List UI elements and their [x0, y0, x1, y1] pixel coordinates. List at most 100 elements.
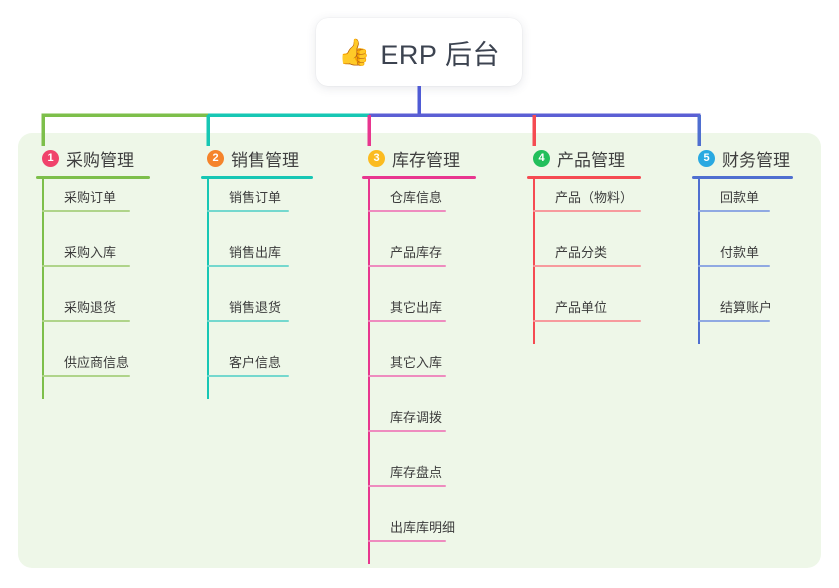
leaf-item[interactable]: 库存盘点 [362, 465, 520, 487]
leaf-rule [698, 210, 770, 212]
leaf-item[interactable]: 供应商信息 [36, 355, 194, 377]
leaf-item[interactable]: 产品（物料） [527, 190, 685, 212]
branch-badge-4: 4 [533, 149, 550, 167]
branch-title-4: 产品管理 [557, 150, 625, 170]
leaf-label: 其它出库 [390, 300, 443, 315]
leaf-item[interactable]: 销售订单 [201, 190, 356, 212]
leaf-rule [368, 210, 446, 212]
branch-title-3: 库存管理 [392, 150, 460, 170]
leaf-item[interactable]: 仓库信息 [362, 190, 520, 212]
leaf-rule [42, 265, 130, 267]
branch-rule-2 [201, 176, 313, 179]
leaf-label: 付款单 [720, 245, 760, 260]
leaf-label: 采购退货 [64, 300, 117, 315]
leaf-list-5: 回款单付款单结算账户 [692, 179, 832, 344]
leaf-label: 销售退货 [229, 300, 282, 315]
leaf-label: 库存调拨 [390, 410, 443, 425]
branch-4: 4 产品管理产品（物料） 产品分类产品单位 [527, 146, 685, 344]
branch-header-3[interactable]: 3 库存管理 [362, 146, 520, 170]
branch-title-1: 采购管理 [66, 150, 134, 170]
branch-title-2: 销售管理 [231, 150, 299, 170]
leaf-item[interactable]: 付款单 [692, 245, 832, 267]
branch-rule-3 [362, 176, 476, 179]
branch-rule-5 [692, 176, 793, 179]
leaf-label: 采购入库 [64, 245, 117, 260]
leaf-label: 销售订单 [229, 190, 282, 205]
branch-header-4[interactable]: 4 产品管理 [527, 146, 685, 170]
leaf-label: 供应商信息 [64, 355, 130, 370]
leaf-item[interactable]: 采购入库 [36, 245, 194, 267]
leaf-spine-2 [207, 179, 209, 399]
branch-badge-3: 3 [368, 149, 385, 167]
leaf-item[interactable]: 结算账户 [692, 300, 832, 322]
leaf-spine-1 [42, 179, 44, 399]
branch-rule-4 [527, 176, 641, 179]
leaf-rule [207, 320, 289, 322]
leaf-rule [368, 430, 446, 432]
leaf-rule [368, 540, 446, 542]
branch-header-5[interactable]: 5 财务管理 [692, 146, 832, 170]
leaf-item[interactable]: 产品库存 [362, 245, 520, 267]
leaf-label: 采购订单 [64, 190, 117, 205]
leaf-item[interactable]: 销售出库 [201, 245, 356, 267]
leaf-item[interactable]: 其它入库 [362, 355, 520, 377]
leaf-label: 产品库存 [390, 245, 443, 260]
leaf-list-4: 产品（物料） 产品分类产品单位 [527, 179, 685, 344]
leaf-rule [368, 265, 446, 267]
leaf-item[interactable]: 销售退货 [201, 300, 356, 322]
leaf-rule [698, 320, 770, 322]
leaf-rule [42, 320, 130, 322]
leaf-item[interactable]: 库存调拨 [362, 410, 520, 432]
thumbs-up-icon: 👍 [338, 37, 371, 67]
leaf-rule [368, 320, 446, 322]
leaf-item[interactable]: 其它出库 [362, 300, 520, 322]
leaf-rule [533, 265, 641, 267]
leaf-item[interactable]: 产品分类 [527, 245, 685, 267]
leaf-rule [207, 375, 289, 377]
leaf-item[interactable]: 回款单 [692, 190, 832, 212]
leaf-label: 仓库信息 [390, 190, 443, 205]
leaf-label: 产品（物料） [555, 190, 634, 205]
branch-badge-5: 5 [698, 149, 715, 167]
leaf-list-3: 仓库信息产品库存其它出库其它入库库存调拨库存盘点出库库明细 [362, 179, 520, 564]
leaf-rule [42, 375, 130, 377]
leaf-rule [533, 210, 641, 212]
leaf-rule [368, 375, 446, 377]
branch-5: 5 财务管理回款单付款单结算账户 [692, 146, 832, 344]
root-node[interactable]: 👍 ERP 后台 [316, 18, 522, 86]
leaf-spine-4 [533, 179, 535, 344]
leaf-rule [698, 265, 770, 267]
branch-rule-1 [36, 176, 150, 179]
leaf-label: 其它入库 [390, 355, 443, 370]
branch-3: 3 库存管理仓库信息产品库存其它出库其它入库库存调拨库存盘点出库库明细 [362, 146, 520, 564]
branch-title-5: 财务管理 [722, 150, 790, 170]
leaf-label: 出库库明细 [390, 520, 456, 535]
leaf-list-2: 销售订单销售出库销售退货客户信息 [201, 179, 356, 399]
leaf-label: 回款单 [720, 190, 760, 205]
leaf-item[interactable]: 采购退货 [36, 300, 194, 322]
leaf-rule [533, 320, 641, 322]
leaf-spine-5 [698, 179, 700, 344]
leaf-label: 销售出库 [229, 245, 282, 260]
leaf-item[interactable]: 采购订单 [36, 190, 194, 212]
leaf-rule [368, 485, 446, 487]
leaf-rule [42, 210, 130, 212]
leaf-label: 客户信息 [229, 355, 282, 370]
root-title: ERP 后台 [380, 39, 500, 70]
leaf-spine-3 [368, 179, 370, 564]
leaf-list-1: 采购订单采购入库采购退货供应商信息 [36, 179, 194, 399]
leaf-item[interactable]: 客户信息 [201, 355, 356, 377]
leaf-item[interactable]: 出库库明细 [362, 520, 520, 542]
leaf-item[interactable]: 产品单位 [527, 300, 685, 322]
leaf-label: 结算账户 [720, 300, 773, 315]
leaf-rule [207, 265, 289, 267]
leaf-label: 产品分类 [555, 245, 608, 260]
branches-panel [18, 133, 821, 568]
leaf-label: 库存盘点 [390, 465, 443, 480]
leaf-label: 产品单位 [555, 300, 608, 315]
